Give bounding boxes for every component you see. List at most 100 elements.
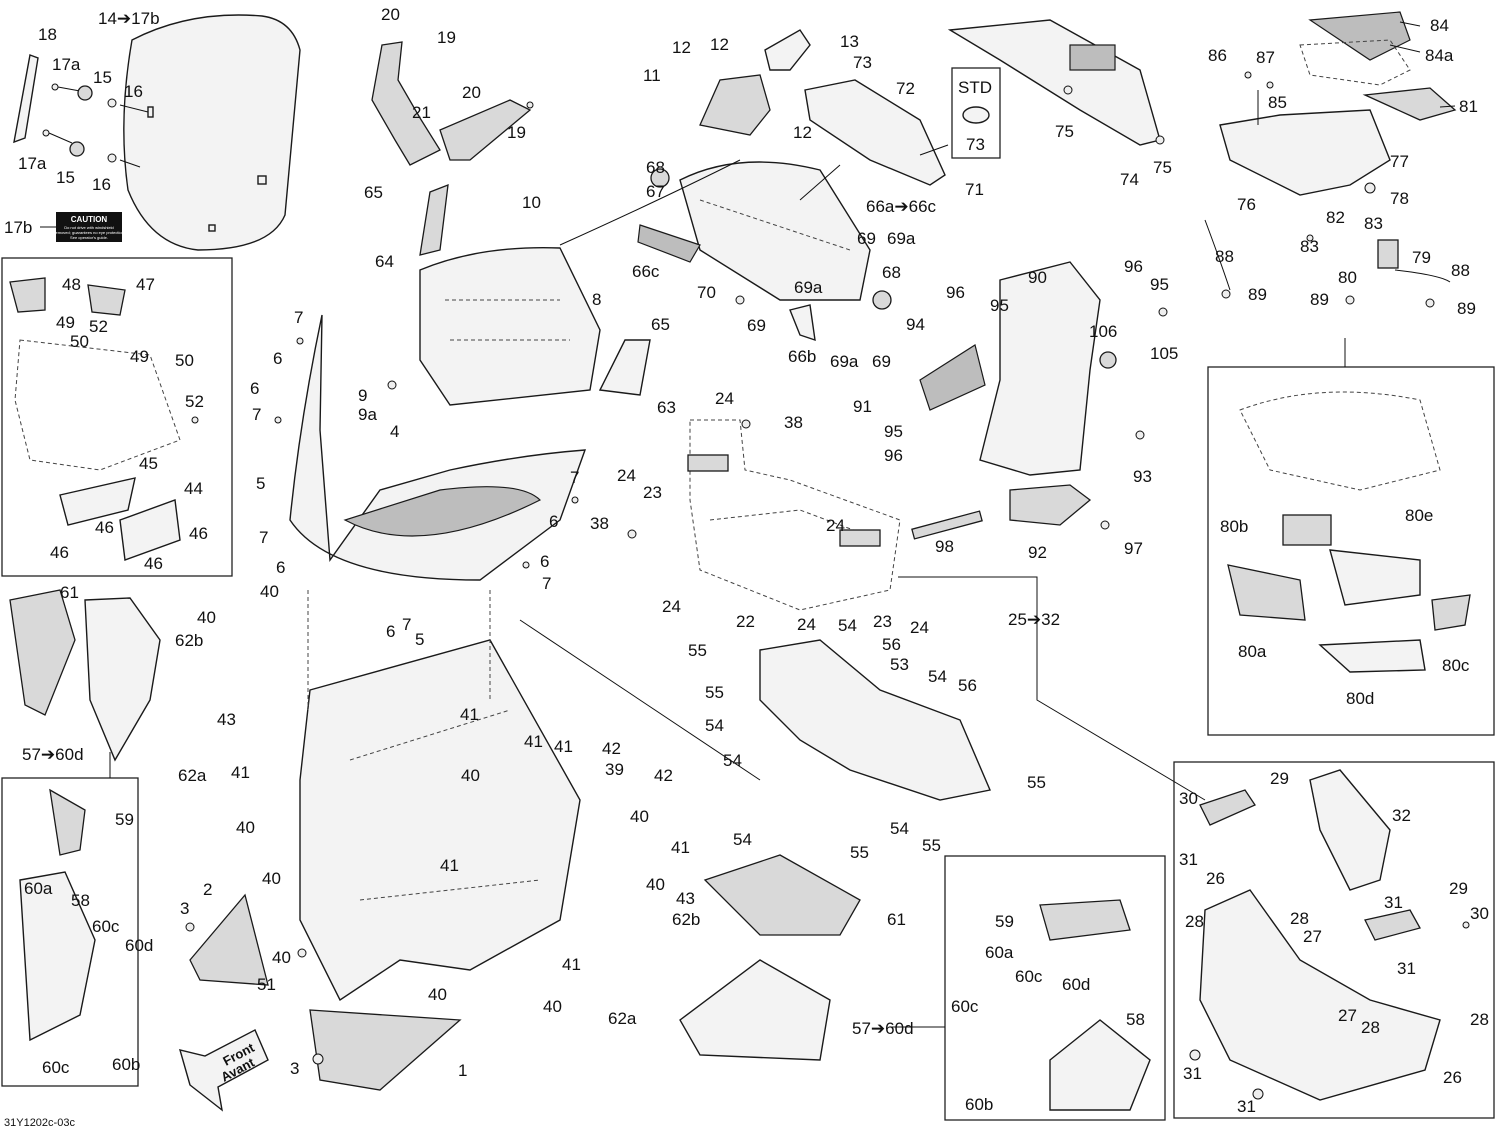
callout: 80c [1442,656,1470,675]
callout: 45 [139,454,158,473]
trim-strip-18 [13,54,39,144]
callout: 49 [130,347,149,366]
link-29-lower [1364,909,1421,941]
callout: 89 [1310,290,1329,309]
callout: 55 [705,683,724,702]
cable-88 [1204,219,1231,291]
callout: 40 [272,948,291,967]
inset-box-storage [1207,366,1495,736]
callout: 12 [710,35,729,54]
callout: 89 [1457,299,1476,318]
callout: 14➔17b [98,9,160,28]
callout: 22 [736,612,755,631]
callout: 7 [542,574,551,593]
callout: 54 [733,830,752,849]
cap-73-std [962,106,990,124]
callout: 95 [990,296,1009,315]
callout: 79 [1412,248,1431,267]
callout: 91 [853,397,872,416]
callout: 15 [93,68,112,87]
callout: 17b [4,218,32,237]
document-code: 31Y1202c-03c [4,1117,75,1129]
callout: 90 [1028,268,1047,287]
grille-91 [919,344,986,411]
callout: 9a [358,405,377,424]
mirror-58-left [19,871,96,1042]
callout: 69a [887,229,916,248]
panel-45 [59,477,136,526]
callout: 64 [375,252,394,271]
callout: 56 [958,676,977,695]
bracket-21 [371,41,441,166]
callout: 31 [1237,1097,1256,1116]
trim-84 [1308,11,1411,61]
callout: 46 [50,543,69,562]
inset-box-right-mirror [944,855,1166,1121]
callout: 19 [437,28,456,47]
callout: 43 [676,889,695,908]
callout: 69 [872,352,891,371]
callout: 32 [1392,806,1411,825]
steering-column-32 [1309,769,1391,891]
light-59-left [49,788,86,856]
callout: 41 [554,737,573,756]
grommet-68 [872,290,892,310]
callout: 28 [1185,912,1204,931]
callout: 7 [252,405,261,424]
callout: 6 [549,512,558,531]
callout: 24 [910,618,929,637]
callout: 50 [175,351,194,370]
callout: 84 [1430,16,1449,35]
callout: 54 [928,667,947,686]
callout: 17a [18,154,47,173]
callout: 29 [1270,769,1289,788]
windshield [123,14,301,251]
callout: 21 [412,103,431,122]
callout: 88 [1215,247,1234,266]
part-66b [789,304,816,342]
callout: 66b [788,347,816,366]
decal-line2: removed; guarantees no eye protection [54,230,124,235]
windshield-hole [208,224,216,232]
callout: 3 [180,899,189,918]
callout: 83 [1364,214,1383,233]
bracket-79 [1377,239,1399,269]
bin-80a [1227,564,1306,621]
decal-title: CAUTION [71,215,108,224]
callout: 69 [857,229,876,248]
callout: 40 [543,997,562,1016]
callout: 105 [1150,344,1178,363]
callout: 92 [1028,543,1047,562]
dash-panel-66a [679,161,871,301]
dash-support-frame [14,339,181,471]
callout: 27 [1338,1006,1357,1025]
callout: 47 [136,275,155,294]
callout: 16 [92,175,111,194]
callout: 83 [1300,237,1319,256]
callout: 71 [965,180,984,199]
callout: 40 [197,608,216,627]
vent-63 [598,339,651,396]
instrument-cover-11 [699,74,771,136]
callout: 66c [632,262,660,281]
callout: 42 [654,766,673,785]
callout: 1 [458,1061,467,1080]
side-panel-90 [979,261,1101,476]
callout: 50 [70,332,89,351]
callout: 82 [1326,208,1345,227]
callout: 56 [882,635,901,654]
callout: 95 [1150,275,1169,294]
decal-line4: See operator's guide. [70,235,108,240]
storage-housing-76 [1219,109,1391,196]
lower-cover-1 [309,1009,462,1091]
callout: 55 [922,836,941,855]
callout: 88 [1451,261,1470,280]
callout: 97 [1124,539,1143,558]
windshield-screws-bottom [42,129,141,168]
callout: 62a [178,766,207,785]
callout: 24 [617,466,636,485]
callout: 54 [890,819,909,838]
callout: 28 [1470,1010,1489,1029]
callout: 46 [144,554,163,573]
